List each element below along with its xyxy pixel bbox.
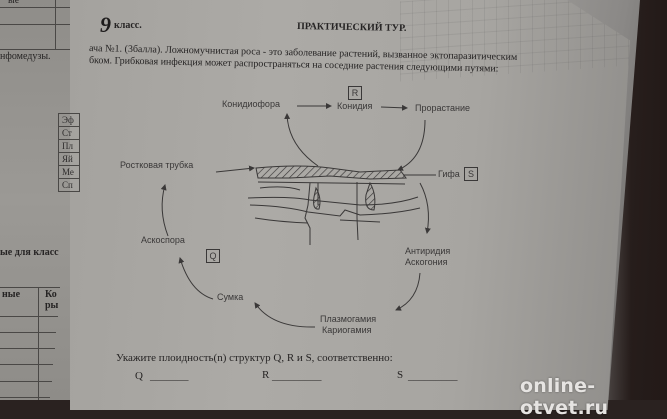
node-askogonia: Аскогония xyxy=(405,257,448,267)
q-label: Q xyxy=(135,370,143,382)
question-text: Укажите плоидность(n) структур Q, R и S,… xyxy=(116,352,393,364)
small-table-cell: Ме xyxy=(58,165,80,178)
main-sheet xyxy=(70,0,630,410)
node-askospora: Аскоспора xyxy=(141,235,185,245)
table-rule xyxy=(0,49,90,50)
left-section-title: ые для класс xyxy=(0,247,59,258)
table-rule xyxy=(0,24,90,25)
small-table-cell: Ст xyxy=(58,126,80,139)
node-plazmogamia: Плазмогамия xyxy=(320,314,377,324)
table-rule xyxy=(0,316,58,317)
left-table-header-2b: ры xyxy=(45,300,59,311)
small-table-cell: Пл xyxy=(58,139,80,152)
small-table: Эф Ст Пл Яй Ме Сп xyxy=(58,113,80,192)
left-table-header-1: ные xyxy=(2,289,21,300)
node-kariogamia: Кариогамия xyxy=(322,325,372,335)
table-rule xyxy=(0,381,52,382)
table-rule xyxy=(0,364,53,365)
r-answer-blank[interactable]: _________ xyxy=(272,370,322,382)
node-anteridia: Антиридия xyxy=(405,246,451,256)
left-table-header-2: Ко xyxy=(45,289,57,300)
node-konidiya: Конидия xyxy=(337,101,373,111)
table-rule xyxy=(0,348,55,349)
left-top-text: ые xyxy=(8,0,20,6)
grade-suffix: класс. xyxy=(114,20,142,31)
r-label: R xyxy=(262,369,270,381)
node-gifa: Гифа xyxy=(438,169,460,179)
node-rostkovaya-trubka: Ростковая трубка xyxy=(120,160,194,170)
watermark: online-otvet.ru xyxy=(520,375,609,419)
s-label: S xyxy=(397,369,404,381)
small-table-cell: Эф xyxy=(58,113,80,126)
table-rule xyxy=(0,7,90,8)
small-table-cell: Сп xyxy=(58,178,80,192)
box-r: R xyxy=(348,86,362,100)
table-rule xyxy=(0,332,56,333)
left-row-text: нфомедузы. xyxy=(0,51,51,62)
box-s: S xyxy=(464,167,478,181)
life-cycle-diagram xyxy=(160,103,436,328)
small-table-cell: Яй xyxy=(58,152,80,165)
box-q: Q xyxy=(206,249,220,263)
s-answer-blank[interactable]: _________ xyxy=(408,370,458,382)
table-rule xyxy=(55,0,56,50)
table-rule xyxy=(0,287,60,288)
node-sumka: Сумка xyxy=(217,292,244,302)
table-rule xyxy=(38,287,39,400)
node-konidiofora: Конидиофора xyxy=(222,99,280,109)
node-prorastanie: Прорастание xyxy=(415,103,471,113)
q-answer-blank[interactable]: _______ xyxy=(150,370,189,382)
table-rule xyxy=(0,397,50,398)
grade-number: 9 xyxy=(100,12,111,37)
